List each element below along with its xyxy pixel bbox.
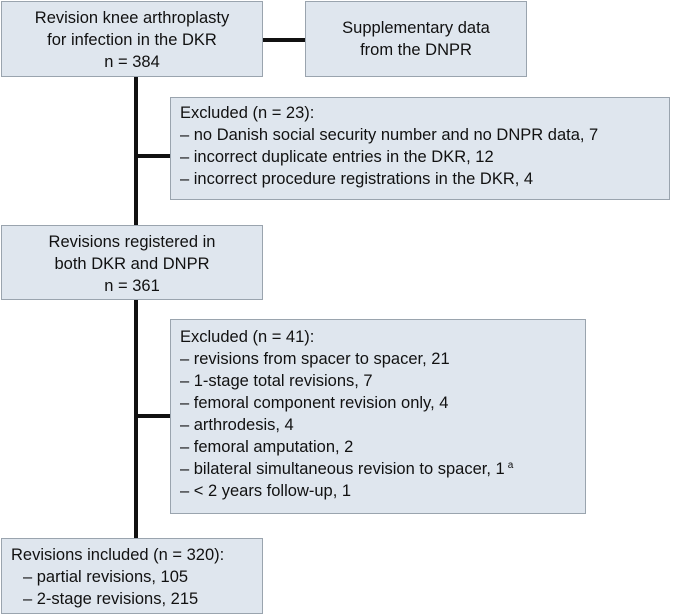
- included-box: Revisions included (n = 320): – partial …: [1, 538, 263, 614]
- main-flow-line: [134, 77, 138, 225]
- excluded-1-item: – no Danish social security number and n…: [180, 126, 599, 144]
- main-flow-line-2: [134, 300, 138, 538]
- excluded-2-item: – femoral component revision only, 4: [180, 394, 449, 412]
- excluded-2-item: – 1-stage total revisions, 7: [180, 372, 373, 390]
- excluded-box-2: Excluded (n = 41): – revisions from spac…: [170, 319, 586, 514]
- included-item: – 2-stage revisions, 215: [23, 590, 199, 608]
- registered-box: Revisions registered in both DKR and DNP…: [1, 225, 263, 300]
- included-item: – partial revisions, 105: [23, 568, 189, 586]
- excluded-2-item: – femoral amputation, 2: [180, 438, 354, 456]
- excluded-2-item: – arthrodesis, 4: [180, 416, 294, 434]
- supplementary-line-1: Supplementary data: [342, 19, 490, 37]
- excluded-1-title: Excluded (n = 23):: [180, 104, 315, 122]
- registered-line-2: both DKR and DNPR: [54, 255, 210, 273]
- start-count: n = 384: [104, 53, 160, 71]
- excluded-2-item: – < 2 years follow-up, 1: [180, 482, 352, 500]
- registered-line-1: Revisions registered in: [48, 233, 216, 251]
- supplementary-line-2: from the DNPR: [360, 41, 472, 59]
- connector-to-excluded2: [134, 414, 170, 418]
- start-box: Revision knee arthroplasty for infection…: [1, 1, 263, 77]
- excluded-1-item: – incorrect procedure registrations in t…: [180, 170, 534, 188]
- footnote-marker: a: [507, 459, 514, 471]
- excluded-1-item: – incorrect duplicate entries in the DKR…: [180, 148, 494, 166]
- registered-count: n = 361: [104, 277, 160, 295]
- connector-start-to-supplementary: [263, 38, 305, 42]
- excluded-box-1: Excluded (n = 23): – no Danish social se…: [170, 97, 670, 200]
- start-line-1: Revision knee arthroplasty: [34, 9, 230, 27]
- supplementary-box: Supplementary data from the DNPR: [305, 1, 527, 77]
- excluded-2-item: – revisions from spacer to spacer, 21: [180, 350, 450, 368]
- included-title: Revisions included (n = 320):: [11, 546, 225, 564]
- excluded-2-item-footnoted: – bilateral simultaneous revision to spa…: [180, 458, 585, 480]
- excluded-2-item-text: – bilateral simultaneous revision to spa…: [180, 460, 505, 478]
- connector-to-excluded1: [134, 154, 170, 158]
- excluded-2-title: Excluded (n = 41):: [180, 328, 315, 346]
- start-line-2: for infection in the DKR: [47, 31, 217, 49]
